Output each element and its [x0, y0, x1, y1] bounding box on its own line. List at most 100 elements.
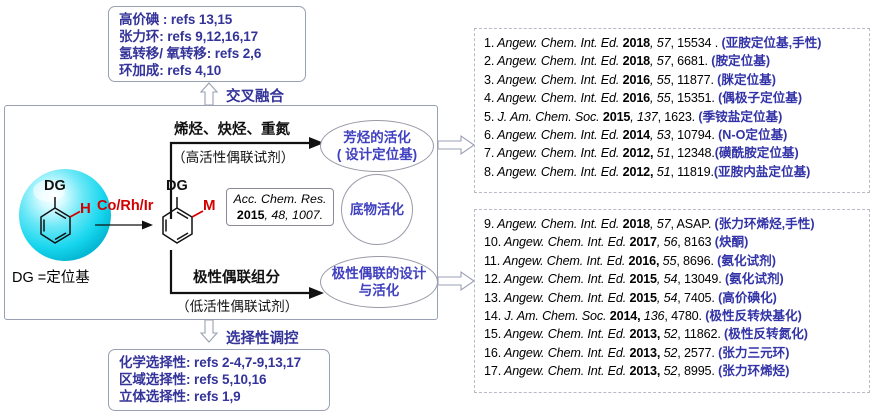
citation-number: 15. [484, 327, 502, 342]
citation-year: 2013, [629, 345, 661, 360]
citation-topic: (亚胺定位基,手性) [721, 36, 822, 50]
upper-branch-arrow [169, 137, 324, 219]
selectivity-refs-box: 化学选择性: refs 2-4,7-9,13,17 区域选择性: refs 5,… [108, 349, 330, 411]
citation-number: 10. [484, 235, 502, 250]
citation-page: , 7405. [677, 290, 719, 305]
node-polar-coupling[interactable]: 极性偶联的设计 与活化 [320, 256, 438, 308]
citation-journal: Angew. Chem. Int. Ed. [497, 72, 623, 87]
citation-volume: , 57 [650, 36, 671, 50]
ref-line: 氢转移/ 氧转移: refs 2,6 [119, 46, 262, 61]
lower-arrow-bottom-label: （低活性偶联试剂） [176, 299, 299, 314]
citation-journal: Angew. Chem. Int. Ed. [503, 290, 630, 305]
substrate-h-label: H [80, 200, 91, 217]
citation-page: , 11819. [670, 164, 714, 179]
node-arene-activation-line1: 芳烃的活化 [343, 130, 411, 145]
citation-item: 4. Angew. Chem. Int. Ed. 2016, 55, 15351… [484, 89, 863, 107]
citation-year: 2012, [622, 146, 654, 161]
citation-item: 15. Angew. Chem. Int. Ed. 2013, 52, 1186… [484, 325, 863, 343]
citation-volume: 52 [660, 364, 678, 379]
citation-journal: Angew. Chem. Int. Ed. [503, 364, 630, 379]
citation-item: 7. Angew. Chem. Int. Ed. 2012, 51, 12348… [484, 144, 863, 162]
acc-chem-res-card: Acc. Chem. Res. 2015, 48, 1007. [226, 188, 334, 226]
citation-volume: , 54 [656, 290, 678, 305]
citation-year: 2017 [629, 235, 657, 250]
citation-page: , 15351. [670, 91, 719, 106]
citation-journal: Angew. Chem. Int. Ed. [503, 327, 630, 342]
citation-journal: Angew. Chem. Int. Ed. [497, 146, 623, 161]
cross-fusion-refs-box: 高价碘 : refs 13,15 张力环: refs 9,12,16,17 氢转… [108, 6, 306, 82]
node-polar-coupling-line2: 与活化 [358, 283, 400, 298]
ref-line: 环加成: refs 4,10 [119, 63, 222, 78]
citation-volume: 51 [653, 146, 671, 161]
citation-page: , 6681. [670, 54, 712, 69]
node-polar-coupling-text: 极性偶联的设计 与活化 [332, 265, 427, 299]
cross-fusion-up-arrow [197, 82, 221, 106]
citation-page: , 4780. [664, 309, 706, 324]
acc-card-line1: Acc. Chem. Res. [233, 192, 327, 206]
node-arene-activation-line2: ( 设计定位基) [336, 147, 418, 162]
citation-journal: Angew. Chem. Int. Ed. [497, 36, 623, 50]
citation-number: 8. [484, 164, 495, 179]
citation-item: 3. Angew. Chem. Int. Ed. 2016, 55, 11877… [484, 71, 863, 89]
substrate-benzene-ring [38, 196, 96, 258]
citation-volume: 55 [659, 253, 677, 268]
catalyst-arrow [95, 219, 153, 231]
citation-year: 2014, [609, 309, 641, 324]
citation-volume: 52 [660, 345, 678, 360]
citations-panel-top: 1. Angew. Chem. Int. Ed. 2018, 57, 15534… [474, 28, 870, 193]
link-arrow-to-bottom-citations [437, 270, 475, 292]
citation-year: 2016 [622, 91, 651, 106]
citation-number: 14. [484, 309, 502, 324]
citation-journal: J. Am. Chem. Soc. [504, 309, 610, 324]
citation-number: 6. [484, 128, 495, 143]
citation-journal: Angew. Chem. Int. Ed. [497, 54, 623, 69]
citation-journal: Angew. Chem. Int. Ed. [503, 345, 630, 360]
citation-number: 13. [484, 290, 502, 305]
citation-topic: (极性反转氮化) [724, 327, 808, 342]
citation-item: 6. Angew. Chem. Int. Ed. 2014, 53, 10794… [484, 126, 863, 144]
selectivity-down-arrow [197, 319, 221, 343]
citation-number: 2. [484, 54, 495, 69]
citation-page: , 8163 [677, 235, 715, 250]
citation-journal: Angew. Chem. Int. Ed. [497, 128, 623, 143]
citation-year: 2015 [629, 290, 657, 305]
node-arene-activation-text: 芳烃的活化 ( 设计定位基) [337, 129, 417, 163]
citation-item: 10. Angew. Chem. Int. Ed. 2017, 56, 8163… [484, 233, 863, 251]
citation-year: 2016, [628, 253, 660, 268]
citation-number: 11. [484, 253, 501, 268]
citation-number: 3. [484, 72, 495, 87]
ref-line: 区域选择性: refs 5,10,16 [119, 372, 267, 387]
citation-year: 2018 [622, 36, 651, 50]
link-arrow-to-top-citations [437, 134, 475, 156]
upper-arrow-bottom-label: （高活性偶联试剂） [172, 150, 295, 165]
citation-page: , 11862. [677, 327, 725, 342]
citation-number: 4. [484, 91, 495, 106]
node-substrate-activation[interactable]: 底物活化 [341, 174, 413, 245]
selectivity-label: 选择性调控 [226, 331, 299, 347]
citations-panel-bottom: 9. Angew. Chem. Int. Ed. 2018, 57, ASAP.… [474, 209, 870, 393]
citation-volume: 51 [653, 164, 671, 179]
citation-number: 17. [484, 364, 502, 379]
citation-year: 2012, [622, 164, 654, 179]
citation-journal: Angew. Chem. Int. Ed. [503, 253, 629, 268]
citation-item: 5. J. Am. Chem. Soc. 2015, 137, 1623. (季… [484, 108, 863, 126]
citation-page: , 10794. [670, 128, 719, 143]
citation-topic: (氨化试剂) [724, 272, 784, 287]
ref-line: 张力环: refs 9,12,16,17 [119, 29, 259, 44]
citation-page: , 8696. [676, 253, 718, 268]
citation-topic: (极性反转炔基化) [705, 309, 802, 324]
substrate-sphere [17, 167, 113, 263]
citation-topic: (张力环烯烃,手性) [714, 217, 815, 231]
citation-year: 2015 [629, 272, 657, 287]
citation-item: 1. Angew. Chem. Int. Ed. 2018, 57, 15534… [484, 34, 863, 52]
acc-card-line2: 2015, 48, 1007. [227, 208, 333, 224]
lower-branch-arrow [169, 250, 324, 299]
node-arene-activation[interactable]: 芳烃的活化 ( 设计定位基) [320, 120, 434, 172]
citation-topic: (磺酰胺定位基) [714, 146, 799, 161]
product-benzene-ring [160, 196, 218, 258]
citation-topic: (偶极子定位基) [718, 91, 803, 106]
citation-number: 7. [484, 146, 495, 161]
citation-volume: , 57 [650, 217, 671, 231]
lower-arrow-top-label: 极性偶联组分 [193, 270, 280, 286]
